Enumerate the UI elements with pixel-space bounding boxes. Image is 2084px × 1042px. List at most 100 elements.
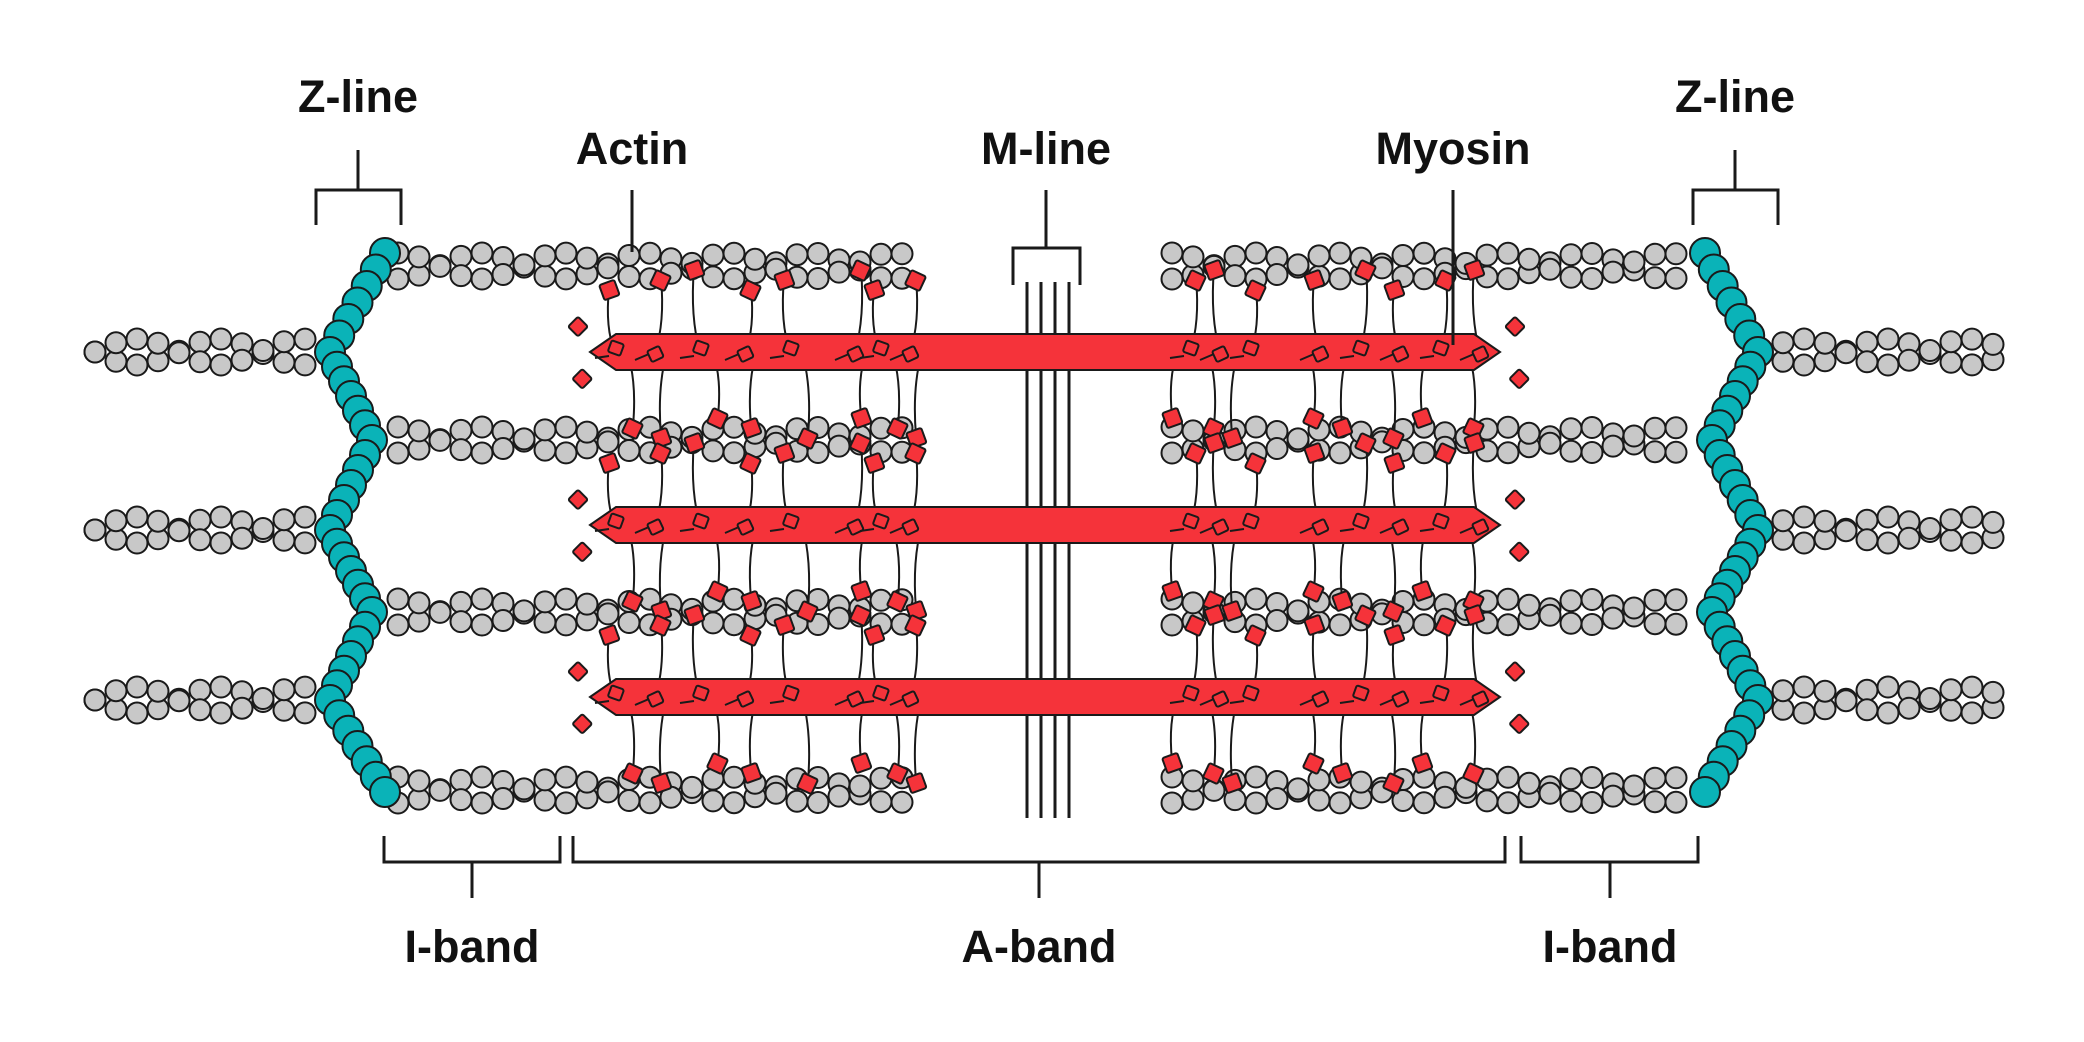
actin-bead (1792, 701, 1816, 725)
myosin-head (1161, 580, 1184, 602)
myosin-head (1311, 345, 1330, 363)
actin-bead (701, 611, 725, 635)
myosin-head (1221, 772, 1244, 794)
actin-bead (1939, 698, 1963, 722)
actin-bead (83, 340, 107, 364)
actin-bead (1517, 421, 1541, 445)
actin-bead (449, 418, 473, 442)
actin-bead (1855, 678, 1879, 702)
myosin-neck (769, 528, 785, 532)
actin-bead (125, 505, 149, 529)
myosin-head (706, 407, 729, 430)
actin-bead (1349, 770, 1373, 794)
myosin-neck (1459, 526, 1475, 534)
myosin-head (1509, 713, 1530, 734)
myosin-head (1391, 518, 1410, 536)
actin-filaments (83, 241, 2005, 815)
actin-bead (806, 267, 830, 290)
myosin-label: Myosin (1375, 123, 1530, 174)
myosin-neck (1229, 528, 1245, 532)
myosin-neck (1419, 355, 1435, 359)
actin-bead (1559, 589, 1583, 613)
brackets (314, 150, 1780, 898)
myosin-head (1242, 512, 1260, 530)
myosin-head (739, 452, 762, 475)
myosin-neck (1199, 353, 1215, 361)
actin-bead (1223, 244, 1247, 268)
actin-bead (293, 531, 317, 555)
myosin-bar (588, 333, 1502, 371)
actin-bead (1939, 528, 1963, 552)
actin-bead (1496, 613, 1520, 637)
actin-bead (1664, 766, 1688, 790)
myosin-head (649, 269, 672, 292)
actin-bead (251, 339, 275, 362)
actin-bead (188, 678, 212, 702)
actin-bead (722, 241, 746, 265)
actin-bead (1517, 593, 1541, 617)
myosin-head (863, 452, 886, 474)
actin-bead (83, 518, 107, 542)
actin-bead (272, 528, 296, 552)
actin-bead (617, 244, 641, 267)
actin-bead (209, 531, 233, 555)
myosin-neck (1299, 698, 1315, 706)
actin-bead (230, 348, 254, 372)
myosin-neck (834, 698, 850, 706)
actin-bead (188, 350, 212, 374)
actin-bead (1412, 441, 1436, 465)
actin-bead (722, 267, 746, 291)
actin-bead (1855, 528, 1879, 552)
myosin-head (706, 580, 729, 603)
actin-bead (1286, 427, 1310, 451)
myosin-neck (1169, 355, 1185, 359)
actin-bead (701, 243, 725, 267)
i-band-left-bracket (382, 836, 562, 898)
actin-bead (1160, 613, 1184, 637)
myosin-neck (1459, 353, 1475, 361)
myosin-head (736, 518, 755, 536)
myosin-head (904, 269, 927, 292)
myosin-head (621, 417, 644, 440)
actin-bead (1939, 678, 1963, 702)
myosin-head (1184, 614, 1207, 637)
actin-bead (386, 587, 410, 611)
myosin-head (607, 339, 625, 357)
actin-bead (1792, 505, 1816, 529)
actin-bead (554, 613, 578, 637)
myosin-head (1303, 442, 1326, 464)
myosin-head (846, 690, 865, 708)
actin-bead (1496, 241, 1520, 265)
myosin-head (1354, 604, 1377, 627)
actin-bead (1813, 509, 1837, 533)
myosin-neck (634, 526, 650, 534)
m-line-bracket (1011, 190, 1082, 285)
myosin-head (1434, 614, 1457, 637)
actin-filament (1160, 241, 1688, 291)
actin-bead (1792, 353, 1816, 377)
actin-bead (1181, 769, 1205, 793)
actin-bead (512, 253, 536, 277)
myosin-head (692, 512, 710, 530)
actin-bead (293, 675, 317, 699)
myosin-head (872, 684, 890, 702)
myosin-neck (834, 526, 850, 534)
actin-bead (1792, 531, 1816, 555)
actin-bead (533, 418, 557, 442)
actin-bead (1643, 266, 1667, 290)
actin-bead (617, 439, 641, 462)
myosin-neck (679, 355, 695, 359)
actin-bead (1918, 687, 1942, 710)
actin-bead (1496, 587, 1520, 611)
actin-bead (1559, 265, 1583, 289)
actin-bead (428, 254, 452, 278)
actin-bead (1307, 788, 1331, 812)
myosin-head (1203, 432, 1226, 454)
myosin-head (692, 339, 710, 357)
actin-bead (638, 791, 662, 815)
myosin-head (1244, 624, 1267, 647)
actin-bead (827, 606, 851, 630)
myosin-head (598, 279, 621, 301)
actin-bead (785, 789, 809, 813)
myosin-head (1354, 259, 1377, 282)
